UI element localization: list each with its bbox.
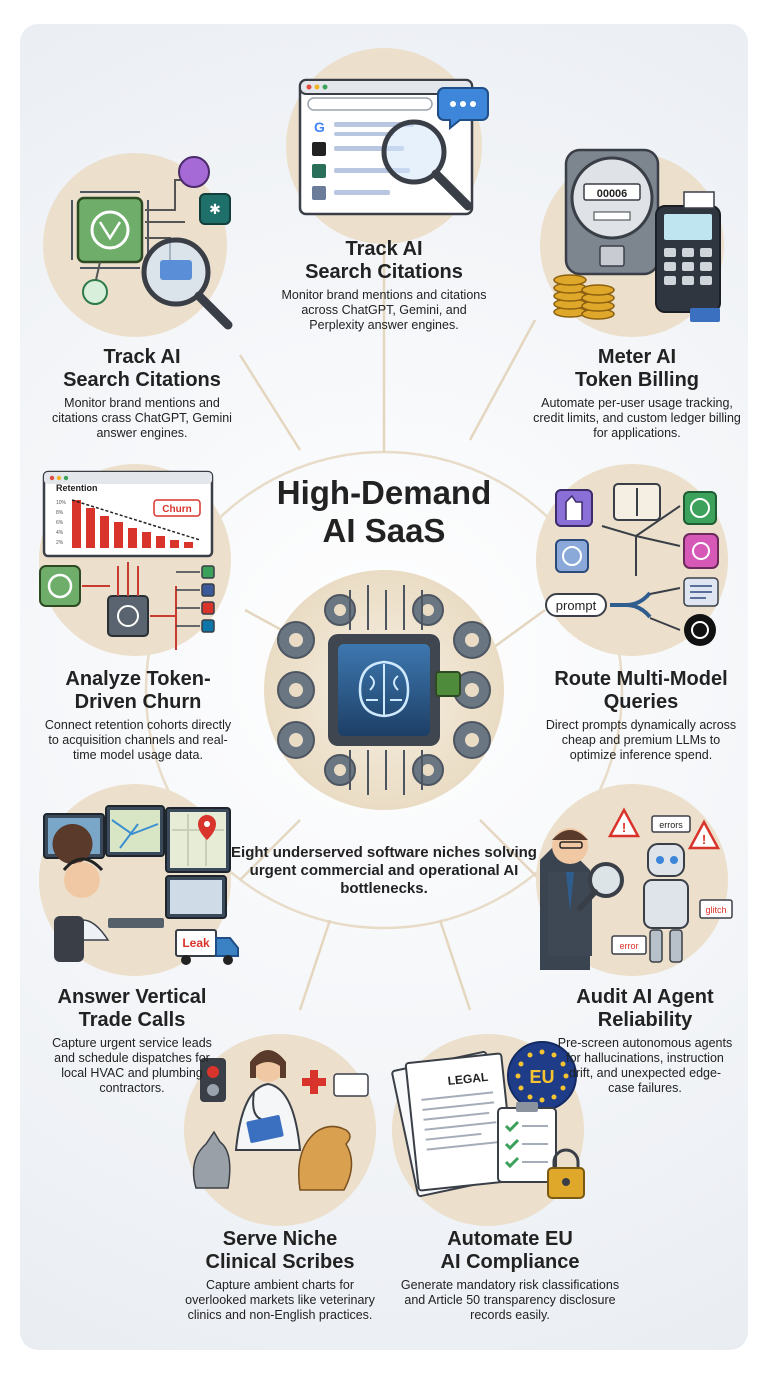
chip-network-icon: ✱ bbox=[43, 153, 233, 337]
niche-agent-reliability: Audit AI Agent Reliability Pre-screen au… bbox=[556, 986, 734, 1096]
niche-title-line2: AI Compliance bbox=[440, 1251, 580, 1273]
prompt-pill: prompt bbox=[556, 598, 597, 613]
eu-flag-label: EU bbox=[529, 1067, 554, 1087]
dispatcher-icon: Leak bbox=[39, 784, 239, 976]
niche-title-line2: Search Citations bbox=[63, 369, 221, 391]
niche-description: Direct prompts dynamically across cheap … bbox=[545, 718, 737, 762]
robot-inspector-icon: ! ! errors glitch error bbox=[536, 784, 733, 976]
niche-search-citations-top: Track AI Search Citations Monitor brand … bbox=[280, 238, 488, 333]
meter-terminal-icon: 00006 bbox=[540, 148, 724, 337]
niche-title-line2: Queries bbox=[603, 691, 679, 713]
svg-text:G: G bbox=[314, 119, 325, 135]
niche-title-line1: Automate EU bbox=[447, 1228, 573, 1250]
hub-title: High-Demand AI SaaS bbox=[210, 474, 558, 550]
svg-text:✱: ✱ bbox=[209, 201, 221, 217]
niche-description: Capture urgent service leads and schedul… bbox=[52, 1036, 212, 1095]
connector-ring bbox=[144, 215, 624, 1011]
retention-chart-title: Retention bbox=[56, 483, 98, 493]
retention-tick: 2% bbox=[56, 540, 64, 546]
niche-title-line1: Serve Niche bbox=[222, 1228, 338, 1250]
niche-title-line2: Driven Churn bbox=[74, 691, 202, 713]
niche-title: Track AI Search Citations bbox=[44, 346, 240, 392]
retention-tick: 6% bbox=[56, 520, 64, 526]
retention-chart-icon: Retention 10% 8% 6% 4% 2% Churn bbox=[39, 464, 231, 656]
svg-text:!: ! bbox=[702, 832, 706, 847]
niche-title: Audit AI Agent Reliability bbox=[556, 986, 734, 1032]
niche-title: Automate EU AI Compliance bbox=[392, 1228, 628, 1274]
error-tag: error bbox=[619, 941, 638, 951]
niche-title: Route Multi-Model Queries bbox=[538, 668, 744, 714]
niche-token-billing: Meter AI Token Billing Automate per-user… bbox=[532, 346, 742, 441]
niche-search-citations-left: Track AI Search Citations Monitor brand … bbox=[44, 346, 240, 441]
niche-title-line1: Track AI bbox=[345, 238, 423, 260]
niche-clinical-scribes: Serve Niche Clinical Scribes Capture amb… bbox=[180, 1228, 380, 1323]
niche-title: Analyze Token- Driven Churn bbox=[38, 668, 238, 714]
niche-description: Monitor brand mentions and citations acr… bbox=[281, 288, 487, 332]
niche-title-line2: Token Billing bbox=[574, 369, 700, 391]
retention-tick: 10% bbox=[56, 500, 67, 506]
niche-title-line2: Trade Calls bbox=[78, 1009, 186, 1031]
niche-description: Capture ambient charts for overlooked ma… bbox=[185, 1278, 375, 1322]
hub-title-line2: AI SaaS bbox=[322, 512, 446, 549]
niche-title-line1: Meter AI bbox=[597, 346, 677, 368]
glitch-tag: glitch bbox=[705, 905, 726, 915]
niche-title-line2: Clinical Scribes bbox=[205, 1251, 355, 1273]
churn-badge: Churn bbox=[162, 504, 191, 515]
meter-reading: 00006 bbox=[597, 188, 628, 200]
niche-description: Pre-screen autonomous agents for halluci… bbox=[557, 1036, 733, 1095]
niche-multi-model: Route Multi-Model Queries Direct prompts… bbox=[538, 668, 744, 763]
niche-title: Serve Niche Clinical Scribes bbox=[180, 1228, 380, 1274]
niche-description: Automate per-user usage tracking, credit… bbox=[533, 396, 741, 440]
central-ai-chip-icon bbox=[264, 570, 504, 810]
legal-document-icon: LEGAL EU bbox=[391, 1034, 585, 1226]
hub-subtitle: Eight underserved software niches solvin… bbox=[231, 844, 537, 897]
browser-magnifier-icon: G bbox=[286, 48, 489, 244]
niche-title: Track AI Search Citations bbox=[280, 238, 488, 284]
errors-tag: errors bbox=[659, 820, 683, 830]
svg-text:!: ! bbox=[622, 820, 626, 835]
niche-title-line1: Answer Vertical bbox=[57, 986, 207, 1008]
niche-token-churn: Analyze Token- Driven Churn Connect rete… bbox=[38, 668, 238, 763]
veterinarian-icon bbox=[184, 1034, 376, 1226]
retention-tick: 4% bbox=[56, 530, 64, 536]
niche-description: Monitor brand mentions and citations cra… bbox=[52, 396, 232, 440]
niche-title-line2: Reliability bbox=[597, 1009, 693, 1031]
retention-tick: 8% bbox=[56, 510, 64, 516]
niche-description: Connect retention cohorts directly to ac… bbox=[44, 718, 232, 762]
niche-title-line1: Audit AI Agent bbox=[576, 986, 714, 1008]
niche-title: Answer Vertical Trade Calls bbox=[44, 986, 220, 1032]
niche-title-line1: Track AI bbox=[103, 346, 181, 368]
hub-title-line1: High-Demand bbox=[276, 474, 492, 511]
niche-title-line2: Search Citations bbox=[305, 261, 463, 283]
niche-description: Generate mandatory risk classifications … bbox=[400, 1278, 620, 1322]
router-icon: prompt bbox=[536, 464, 728, 656]
leak-truck-label: Leak bbox=[182, 936, 210, 950]
legal-document-title: LEGAL bbox=[447, 1070, 489, 1088]
niche-eu-compliance: Automate EU AI Compliance Generate manda… bbox=[392, 1228, 628, 1323]
niche-title-line1: Route Multi-Model bbox=[554, 668, 728, 690]
niche-title-line1: Analyze Token- bbox=[65, 668, 211, 690]
niche-title: Meter AI Token Billing bbox=[532, 346, 742, 392]
niche-trade-calls: Answer Vertical Trade Calls Capture urge… bbox=[44, 986, 220, 1096]
